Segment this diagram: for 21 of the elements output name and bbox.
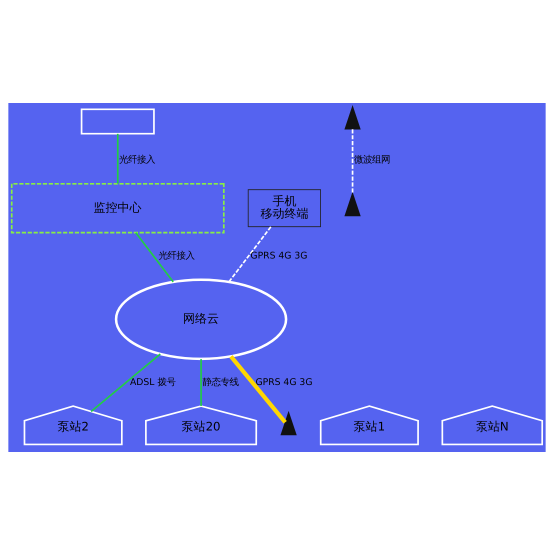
node-tower xyxy=(344,191,361,216)
edge-label: 光纤接入 xyxy=(158,250,195,262)
node-box: 监控中心 xyxy=(10,182,225,233)
connector xyxy=(90,352,161,412)
node-tower xyxy=(280,410,297,435)
edge-label: ADSL 拨号 xyxy=(130,376,176,388)
edge-label: GPRS 4G 3G xyxy=(255,376,312,388)
node-box xyxy=(80,108,155,134)
connector xyxy=(116,133,119,184)
connector xyxy=(352,128,354,193)
connector xyxy=(229,354,287,424)
edge-label: GPRS 4G 3G xyxy=(250,250,308,262)
node-box: 手机 移动终端 xyxy=(248,188,321,227)
connector xyxy=(228,226,272,282)
edge-label: 微波组网 xyxy=(354,154,390,166)
node-ellipse: 网络云 xyxy=(114,278,288,360)
connector xyxy=(135,232,174,282)
edge-label: 静态专线 xyxy=(202,376,238,388)
connector xyxy=(200,358,202,406)
edge-label: 光纤接入 xyxy=(119,154,156,166)
node-tower xyxy=(344,104,361,129)
